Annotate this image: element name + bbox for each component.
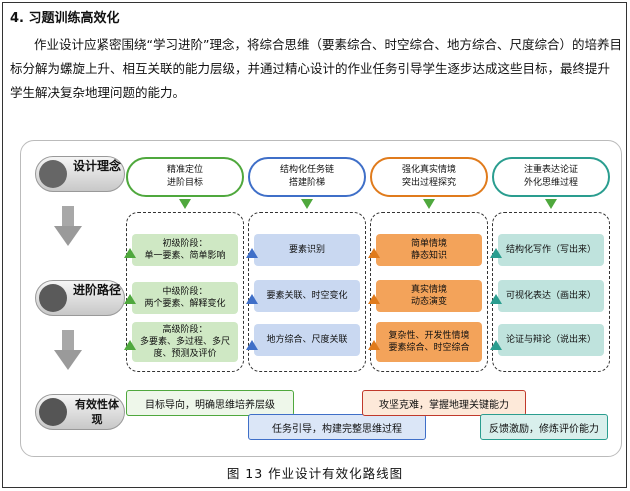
figure-caption: 图 13 作业设计有效化路线图 <box>226 466 404 481</box>
section-heading: 4. 习题训练高效化 <box>10 11 120 26</box>
label-effect-text: 有效性体现 <box>75 398 119 426</box>
stage-box: 复杂性、开发性情境 要素综合、时空综合 <box>376 322 482 362</box>
stage-box: 可视化表达（画出来） <box>498 280 604 312</box>
label-effect: 有效性体现 <box>35 394 125 430</box>
stage-marker-icon <box>246 294 258 304</box>
stage-marker-icon <box>124 340 136 350</box>
concept-1: 精准定位 进阶目标 <box>126 157 244 197</box>
stage-box: 中级阶段： 两个要素、解释变化 <box>132 282 238 314</box>
stage-box: 初级阶段： 单一要素、简单影响 <box>132 234 238 266</box>
stage-box: 要素识别 <box>254 234 360 266</box>
people-icon <box>39 160 67 188</box>
stage-box: 高级阶段： 多要素、多过程、多尺度、预测及评价 <box>132 322 238 362</box>
stage-marker-icon <box>246 340 258 350</box>
stage-marker-icon <box>368 248 380 258</box>
effect-box-2: 任务引导，构建完整思维过程 <box>248 414 426 440</box>
stage-marker-icon <box>368 294 380 304</box>
stage-box: 简单情境 静态知识 <box>376 234 482 266</box>
green-down-arrow-icon <box>301 199 313 209</box>
concept-4: 注重表达论证 外化思维过程 <box>492 157 610 197</box>
label-design-text: 设计理念 <box>72 159 121 173</box>
label-path-text: 进阶路径 <box>72 283 121 297</box>
stage-column-3 <box>370 212 488 372</box>
stage-column-4 <box>492 212 610 372</box>
down-arrow-shaft <box>62 330 74 350</box>
green-down-arrow-icon <box>423 199 435 209</box>
down-arrow-shaft <box>62 206 74 226</box>
concept-3: 强化真实情境 突出过程探究 <box>370 157 488 197</box>
effect-box-3: 攻坚克难，掌握地理关键能力 <box>362 390 526 416</box>
stage-column-2 <box>248 212 366 372</box>
green-down-arrow-icon <box>179 199 191 209</box>
section-paragraph: 作业设计应紧密围绕“学习进阶”理念，将综合思维（要素综合、时空综合、地方综合、尺… <box>10 37 622 100</box>
effect-box-1: 目标导向，明确思维培养层级 <box>126 390 294 416</box>
down-arrow-icon <box>54 226 82 246</box>
gear-icon <box>39 398 67 426</box>
down-arrow-icon <box>54 350 82 370</box>
stage-marker-icon <box>124 248 136 258</box>
stage-marker-icon <box>490 248 502 258</box>
stage-marker-icon <box>368 340 380 350</box>
effect-box-4: 反馈激励，修炼评价能力 <box>480 414 608 440</box>
stage-marker-icon <box>490 294 502 304</box>
concept-2: 结构化任务链 搭建阶梯 <box>248 157 366 197</box>
lightbulb-icon <box>39 284 67 312</box>
stage-column-1 <box>126 212 244 372</box>
green-down-arrow-icon <box>545 199 557 209</box>
stage-marker-icon <box>124 294 136 304</box>
stage-box: 论证与辩论（说出来） <box>498 324 604 356</box>
stage-box: 结构化写作（写出来） <box>498 234 604 266</box>
stage-box: 真实情境 动态演变 <box>376 280 482 312</box>
label-design: 设计理念 <box>35 156 125 192</box>
stage-box: 要素关联、时空变化 <box>254 280 360 312</box>
stage-box: 地方综合、尺度关联 <box>254 324 360 356</box>
stage-marker-icon <box>246 248 258 258</box>
stage-marker-icon <box>490 340 502 350</box>
label-path: 进阶路径 <box>35 280 125 316</box>
